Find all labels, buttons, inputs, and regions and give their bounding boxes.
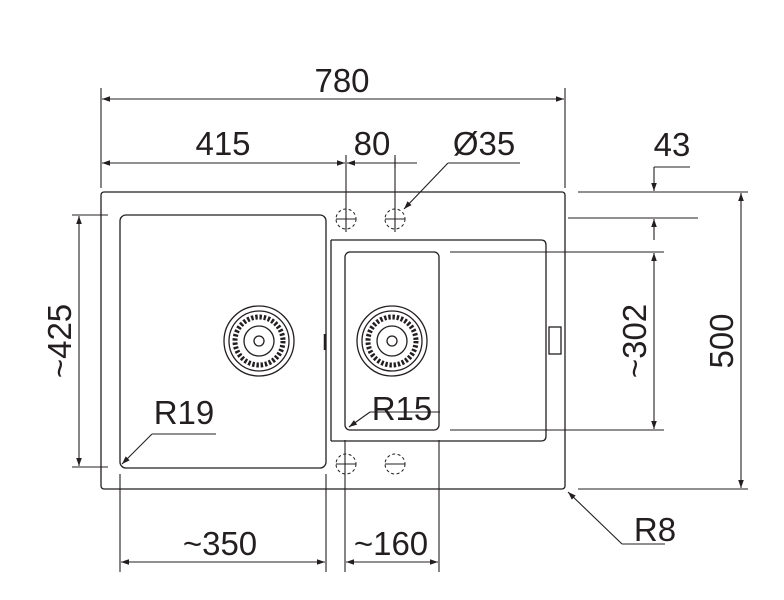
right-bowl-width-label: ~160: [354, 525, 428, 562]
corner-radius-label: R8: [634, 511, 676, 548]
tap-diameter-label: Ø35: [453, 125, 515, 162]
tap-holes-bottom: [335, 453, 406, 475]
right-bowl-radius-label: R15: [372, 390, 433, 427]
left-bowl-depth-label: ~425: [41, 304, 78, 378]
right-bowl: [344, 251, 440, 431]
right-drain-strainer: [356, 305, 428, 377]
top-offset-label: 43: [654, 126, 691, 163]
right-bowl-depth-label: ~302: [616, 304, 653, 378]
drainer-slot: [548, 326, 562, 355]
left-bowl-width-label: ~350: [183, 525, 257, 562]
tap-spacing-label: 80: [354, 125, 391, 162]
drainer-outline: [331, 239, 547, 442]
left-bowl: [119, 214, 327, 469]
overall-depth-label: 500: [703, 313, 740, 368]
sink-outline: [100, 191, 566, 490]
overall-width-label: 780: [314, 62, 369, 99]
left-bowl-radius-label: R19: [154, 394, 215, 431]
left-offset-label: 415: [195, 125, 250, 162]
left-drain-strainer: [223, 305, 295, 377]
